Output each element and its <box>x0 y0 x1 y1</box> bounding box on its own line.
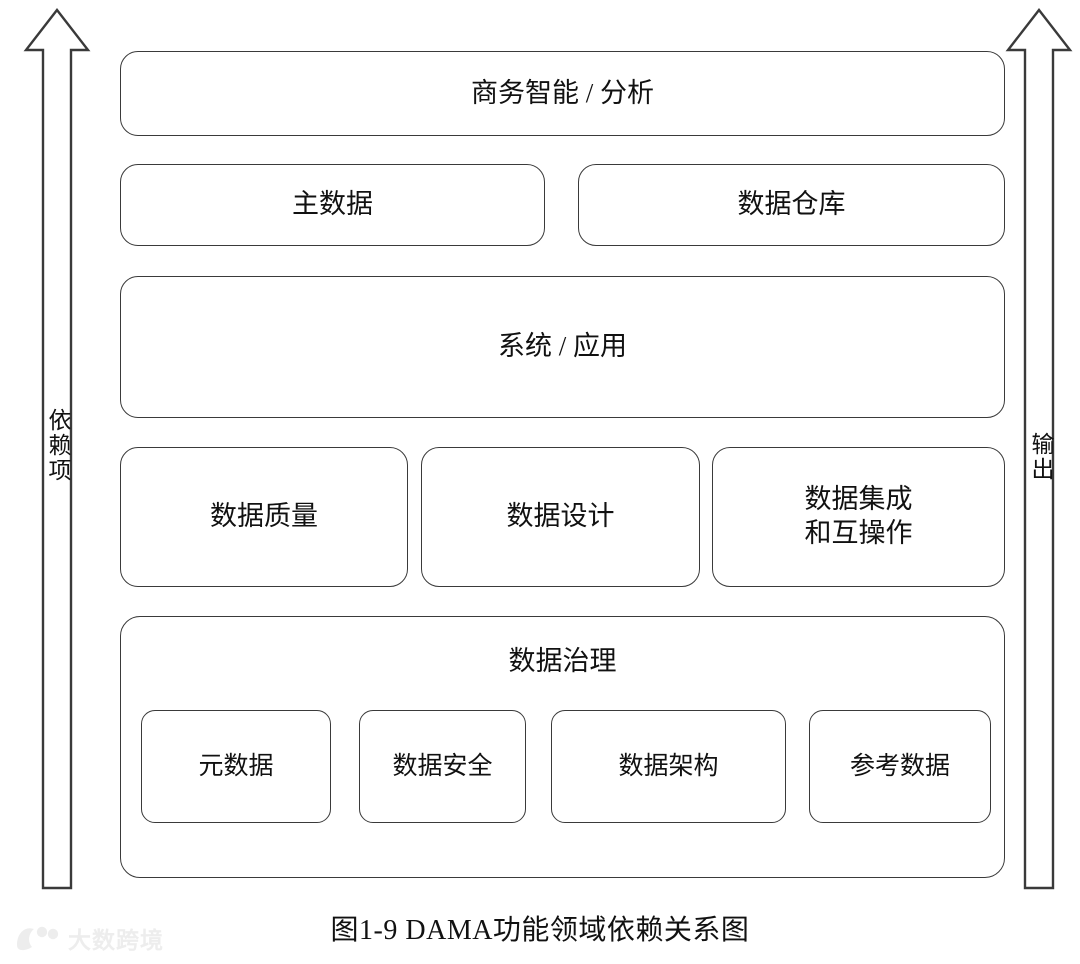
dependency-arrow-label: 依赖项 <box>45 408 70 483</box>
figure-caption: 图1-9 DAMA功能领域依赖关系图 <box>330 915 750 946</box>
node-business-intelligence[interactable]: 商务智能 / 分析 <box>120 51 1005 136</box>
node-data-architecture[interactable]: 数据架构 <box>551 710 786 823</box>
output-arrow-label: 输出 <box>1028 432 1053 482</box>
node-data-warehouse[interactable]: 数据仓库 <box>578 164 1005 246</box>
dependency-arrow-up-icon <box>22 4 92 894</box>
node-data-security[interactable]: 数据安全 <box>359 710 526 823</box>
watermark: 大数跨境 <box>14 921 164 955</box>
node-data-quality[interactable]: 数据质量 <box>120 447 408 587</box>
node-reference-data[interactable]: 参考数据 <box>809 710 991 823</box>
watermark-logo-icon <box>17 926 59 951</box>
watermark-text: 大数跨境 <box>68 927 164 953</box>
output-arrow-up-icon <box>1004 4 1074 894</box>
node-system-application[interactable]: 系统 / 应用 <box>120 276 1005 418</box>
node-data-design[interactable]: 数据设计 <box>421 447 700 587</box>
node-metadata[interactable]: 元数据 <box>141 710 331 823</box>
node-data-integration[interactable]: 数据集成 和互操作 <box>712 447 1005 587</box>
node-data-governance[interactable]: 数据治理 元数据 数据安全 数据架构 参考数据 <box>120 616 1005 878</box>
node-master-data[interactable]: 主数据 <box>120 164 545 246</box>
governance-title: 数据治理 <box>508 646 617 676</box>
